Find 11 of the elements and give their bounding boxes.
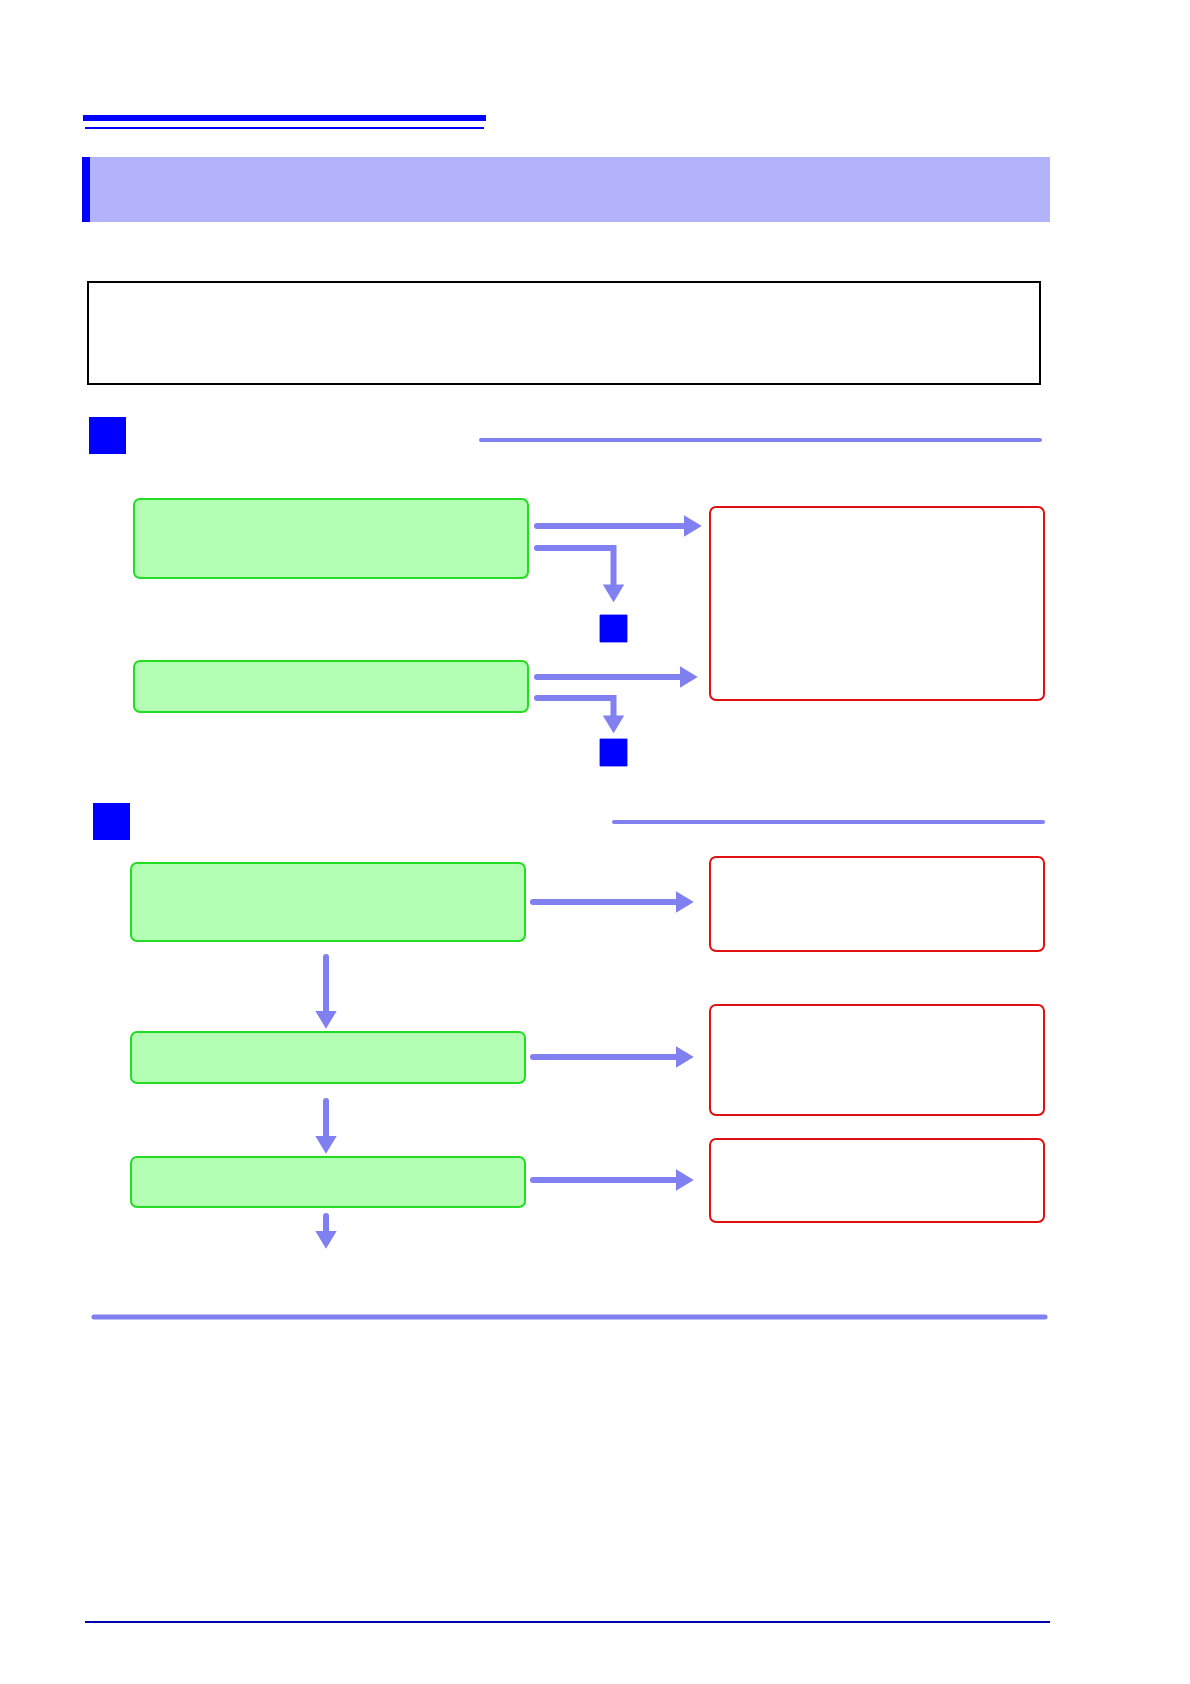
- process-box: [133, 660, 529, 713]
- square-marker: [599, 738, 628, 767]
- result-box: [709, 1138, 1045, 1223]
- process-box: [133, 498, 529, 579]
- result-box: [709, 856, 1045, 952]
- square-marker: [599, 614, 628, 643]
- process-box: [130, 1031, 526, 1084]
- result-box: [709, 506, 1045, 701]
- process-box: [130, 862, 526, 942]
- process-box: [130, 1156, 526, 1208]
- result-box: [709, 1004, 1045, 1116]
